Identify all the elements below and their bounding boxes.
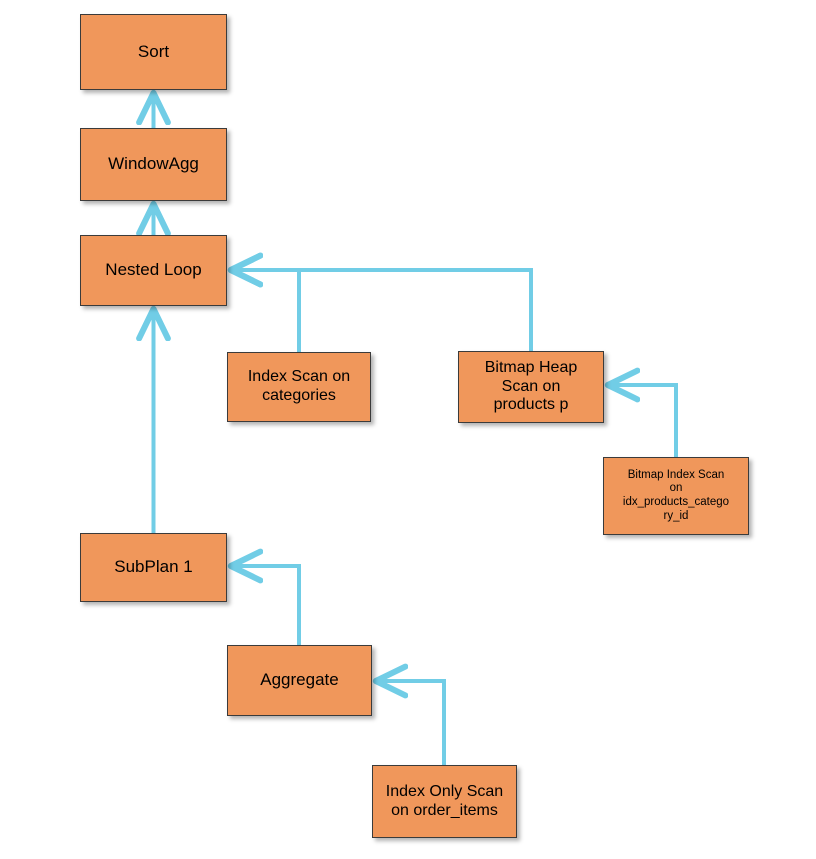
node-subplan-1[interactable]: SubPlan 1 (80, 533, 227, 602)
node-bitmap-index-scan-idx[interactable]: Bitmap Index Scan on idx_products_catego… (603, 457, 749, 535)
node-index-scan-categories[interactable]: Index Scan on categories (227, 352, 371, 422)
edge-aggregate-to-subplan (234, 566, 301, 645)
node-aggregate[interactable]: Aggregate (227, 645, 372, 716)
node-nested-loop[interactable]: Nested Loop (80, 235, 227, 306)
node-bitmap-heap-scan-products[interactable]: Bitmap Heap Scan on products p (458, 351, 604, 423)
edge-indexonlyscan-to-aggregate (379, 681, 446, 765)
edge-bitmapindex-to-bitmapheap (611, 385, 678, 457)
edge-indexscan-to-nestedloop (234, 270, 301, 352)
node-sort[interactable]: Sort (80, 14, 227, 90)
node-windowagg[interactable]: WindowAgg (80, 128, 227, 201)
node-index-only-scan-order-items[interactable]: Index Only Scan on order_items (372, 765, 517, 838)
edge-bitmapheap-to-nestedloop (234, 270, 533, 351)
